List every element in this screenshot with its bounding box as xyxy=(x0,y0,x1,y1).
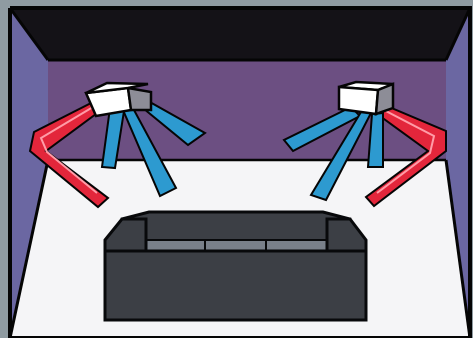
right-speaker xyxy=(337,80,395,116)
room-edge-lines xyxy=(8,6,472,338)
right-ceiling-corner xyxy=(444,7,472,61)
left-floor-corner xyxy=(8,159,50,338)
right-speaker-side xyxy=(374,82,395,116)
left-speaker-top xyxy=(85,81,149,95)
left-speaker xyxy=(84,81,153,118)
left-ceiling-corner xyxy=(8,7,50,61)
right-blue-beam-inner xyxy=(282,105,362,153)
right-speaker-front xyxy=(337,85,380,116)
sofa xyxy=(103,210,368,322)
sofa-seat-top xyxy=(145,239,328,252)
left-speaker-side xyxy=(126,86,153,112)
ceiling xyxy=(10,8,470,60)
left-red-beam xyxy=(28,99,110,209)
sofa-base xyxy=(103,249,368,322)
right-side-wall xyxy=(446,8,470,338)
right-red-beam-highlight xyxy=(376,106,436,194)
sofa-back xyxy=(120,210,352,243)
right-floor-corner xyxy=(444,159,472,338)
left-red-beam-highlight xyxy=(39,106,98,194)
left-side-wall xyxy=(10,8,48,338)
